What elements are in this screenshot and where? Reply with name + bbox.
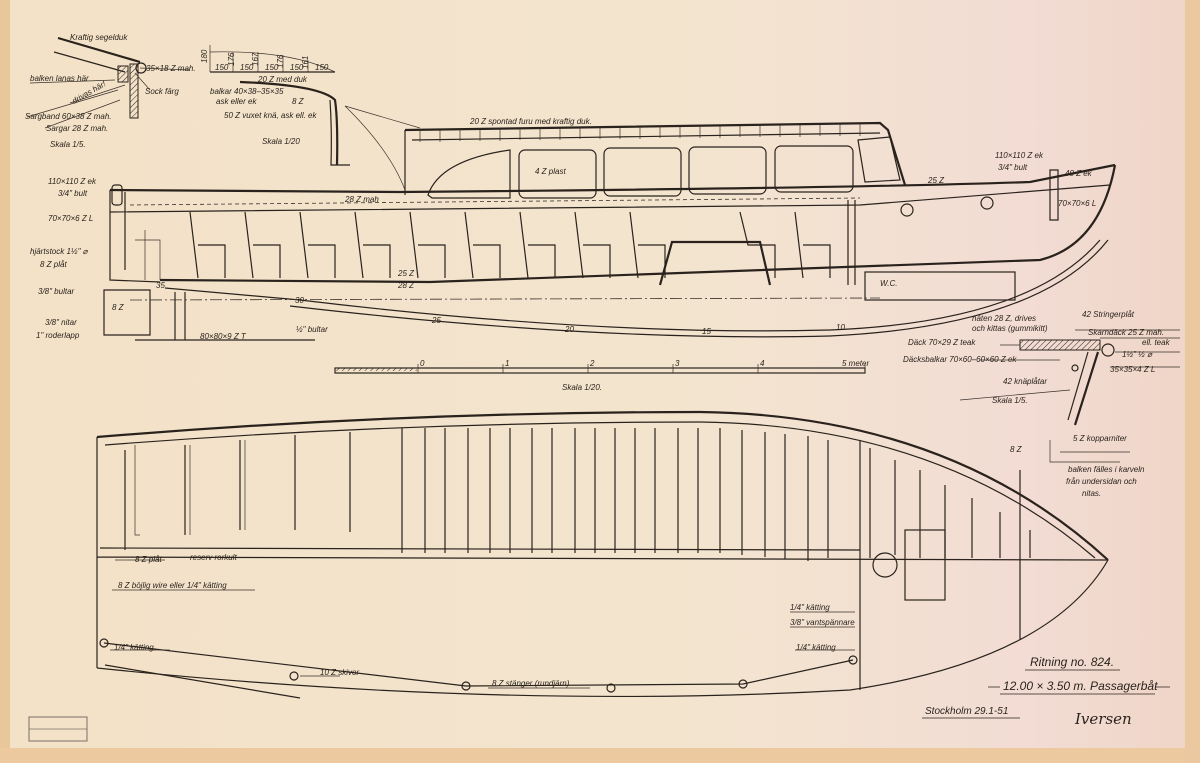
label: 30 (295, 296, 304, 305)
scale-label: Skala 1/5. (992, 396, 1028, 405)
label: 1/4" kätting. (114, 643, 156, 652)
tape-right (1185, 0, 1200, 763)
station-label: 10 (836, 323, 845, 332)
label: 42 Stringerplåt (1082, 310, 1135, 319)
scale-label: Skala 1/5. (50, 140, 86, 149)
dim: 150 (240, 63, 254, 72)
label: Sock färg (145, 87, 179, 96)
dim: 150 (215, 63, 229, 72)
label: 3/8" bultar (38, 287, 75, 296)
label: balken lanas här (30, 74, 89, 83)
drawing-number: Ritning no. 824. (1030, 655, 1114, 669)
label: 35 (156, 281, 165, 290)
deck-edge-section: 42 Stringerplåt nåten 28 Z, drives och k… (903, 310, 1180, 498)
label: nitas. (1082, 489, 1101, 498)
label: ½" bultar (296, 325, 328, 334)
label: Skarndäck 25 Z mah. (1088, 328, 1164, 337)
label: 8 Z stänger (rundjärn) (492, 679, 570, 688)
label: 50 Z vuxet knä, ask ell. ek (224, 111, 317, 120)
scale-label: Skala 1/20 (262, 137, 300, 146)
station-label: 25 (431, 316, 441, 325)
label: hjärtstock 1½" ⌀ (30, 247, 89, 256)
dim: 150 (315, 63, 329, 72)
scale-tick: 2 (589, 359, 595, 368)
dim: 176 (276, 54, 285, 68)
station-label: 20 (564, 325, 574, 334)
dim: 180 (200, 49, 209, 63)
plan-view: 8 Z plåt reserv rorkult 8 Z böjlig wire … (96, 410, 1109, 699)
scale-tick: 4 (760, 359, 765, 368)
label: 42 knäplåtar (1003, 377, 1047, 386)
label: 1/4" kätting (796, 643, 836, 652)
label: balken fälles i karveln (1068, 465, 1145, 474)
label: 10 Z skivor (320, 668, 359, 677)
detail-roof: 180 176 167 176 161 150 150 150 150 150 … (200, 45, 421, 166)
label: balkar 40×38–35×35 (210, 87, 284, 96)
dim: 150 (290, 63, 304, 72)
label: 20 Z med duk (257, 75, 308, 84)
label: 70×70×6 L (1058, 199, 1096, 208)
label: Däcksbalkar 70×60–60×60 Z ek (903, 355, 1017, 364)
label: 8 Z (1010, 445, 1023, 454)
label: 20 Z spontad furu med kraftig duk. (469, 117, 592, 126)
title-block: Ritning no. 824. 12.00 × 3.50 m. Passage… (922, 655, 1170, 728)
label: 25 Z (927, 176, 945, 185)
label: Sargband 60×38 Z mah. (25, 112, 112, 121)
label: 8 Z plåt (40, 260, 67, 269)
dim: 150 (265, 63, 279, 72)
scale-end: 5 meter (842, 359, 869, 368)
label: 110×110 Z ek (48, 177, 97, 186)
label: 70×70×6 Z L (48, 214, 93, 223)
label: nåten 28 Z, drives (972, 314, 1036, 323)
label: Däck 70×29 Z teak (908, 338, 976, 347)
label: 40 Z ek (1065, 169, 1093, 178)
label: 28 Z (397, 281, 415, 290)
drawing-subject: 12.00 × 3.50 m. Passagerbåt (1003, 679, 1158, 693)
profile-view: 25 20 15 10 110×110 Z ek 3/4" bult 70×70… (30, 105, 1117, 341)
label: 28 Z mah (344, 195, 379, 204)
label: 3/4" bult (998, 163, 1028, 172)
scale-tick: 0 (420, 359, 425, 368)
dim: 167 (251, 52, 260, 66)
label: 3/4" bult (58, 189, 88, 198)
label: reserv rorkult (190, 553, 237, 562)
label: 1/4" kätting (790, 603, 830, 612)
label: och kittas (gummikitt) (972, 324, 1048, 333)
archive-stamp (28, 716, 88, 742)
label: 3/8" nitar (45, 318, 77, 327)
label: 5 Z kopparniter (1073, 434, 1127, 443)
label: 8 Z (112, 303, 125, 312)
scale-caption: Skala 1/20. (562, 383, 602, 392)
place-date: Stockholm 29.1-51 (925, 706, 1008, 717)
label: 3/8" vantspännare (790, 618, 855, 627)
scale-bar: 0 1 2 3 4 5 meter Skala 1/20. (334, 359, 869, 392)
tape-left (0, 0, 10, 763)
label: 4 Z plast (535, 167, 566, 176)
station-label: 15 (702, 327, 711, 336)
scale-tick: 1 (505, 359, 509, 368)
scale-tick: 3 (675, 359, 680, 368)
dim: 176 (227, 52, 236, 66)
label: 110×110 Z ek (995, 151, 1044, 160)
dim: 161 (301, 56, 310, 69)
label: Sargar 28 Z mah. (46, 124, 108, 133)
label: 1½" ½ ⌀ (1122, 350, 1153, 359)
signature: Iversen (1074, 710, 1132, 728)
label: 8 Z böjlig wire eller 1/4" kätting (118, 581, 227, 590)
label: ask eller ek (216, 97, 257, 106)
label: från undersidan och (1066, 477, 1137, 486)
label: W.C. (880, 279, 897, 288)
label: 1" roderlapp (36, 331, 80, 340)
label: 25 Z (397, 269, 415, 278)
label: 8 Z (292, 97, 305, 106)
label: 80×80×9 Z T (200, 332, 247, 341)
label: 35×18 Z mah. (146, 64, 196, 73)
label: 35×35×4 Z L (1110, 365, 1155, 374)
label: 8 Z plåt (135, 555, 162, 564)
tape-bottom (0, 748, 1200, 763)
label: Kraftig segelduk (70, 33, 128, 42)
label: ell. teak (1142, 338, 1171, 347)
